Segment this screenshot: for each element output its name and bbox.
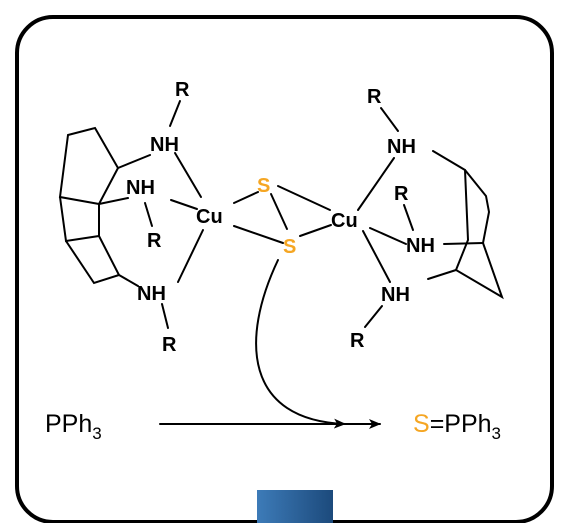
product-spph3: S=PPh3: [413, 410, 501, 443]
nh-label: NH: [387, 136, 416, 158]
nh-label: NH: [381, 284, 410, 306]
r-label: R: [162, 334, 177, 356]
bottom-tab: [257, 490, 333, 523]
core-labels: Cu S S Cu: [196, 175, 358, 258]
right-ligand-rings: [427, 150, 504, 300]
sulfur-label-top: S: [257, 175, 270, 197]
r-label: R: [394, 183, 409, 205]
left-ligand-rings: [58, 126, 151, 287]
sulfur-label-bottom: S: [283, 236, 296, 258]
cu-label-left: Cu: [196, 206, 223, 228]
reactant-pph3: PPh3: [45, 410, 102, 443]
right-ligand-labels: R NH R NH NH R: [350, 86, 435, 352]
core-bonds: [233, 185, 332, 244]
r-label: R: [175, 79, 190, 101]
nh-label: NH: [126, 177, 155, 199]
nh-label: NH: [137, 283, 166, 305]
sulfur-transfer-arrow: [255, 259, 346, 429]
left-ligand-labels: R NH NH R NH R: [126, 79, 190, 356]
frame-border: [15, 15, 554, 523]
right-ligand-bonds: [357, 107, 414, 328]
nh-label: NH: [150, 134, 179, 156]
r-label: R: [147, 230, 162, 252]
cu-label-right: Cu: [331, 210, 358, 232]
r-label: R: [350, 330, 365, 352]
nh-label: NH: [406, 235, 435, 257]
left-ligand-bonds: [144, 100, 204, 329]
r-label: R: [367, 86, 382, 108]
